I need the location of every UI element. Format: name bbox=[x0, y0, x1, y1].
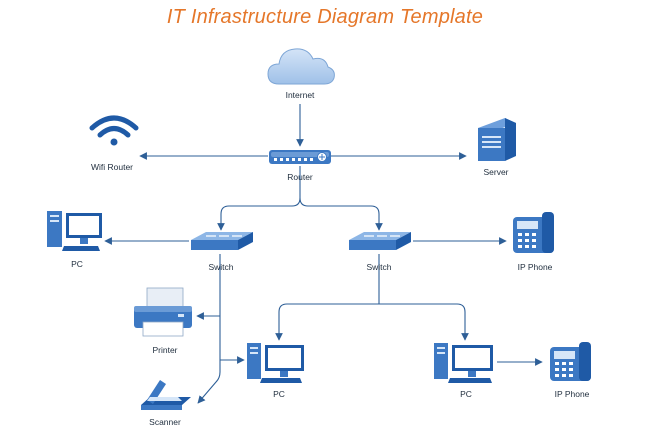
switch-right-node: Switch bbox=[349, 232, 411, 272]
internet-label: Internet bbox=[286, 90, 315, 100]
desktop-pc-icon bbox=[47, 211, 102, 251]
router-node: Router bbox=[269, 150, 331, 182]
printer-label: Printer bbox=[152, 345, 177, 355]
wifi-router-node: Wifi Router bbox=[89, 115, 139, 172]
ip-phone-icon bbox=[513, 212, 554, 253]
link-router-switches bbox=[217, 166, 301, 231]
diagram-title: IT Infrastructure Diagram Template bbox=[166, 6, 484, 28]
server-label: Server bbox=[483, 167, 508, 177]
ip-phone-right-node: IP Phone bbox=[513, 212, 554, 272]
printer-icon bbox=[134, 287, 192, 337]
server-node: Server bbox=[478, 118, 516, 177]
ip-phone-bottom-node: IP Phone bbox=[550, 342, 591, 399]
ip-phone-icon bbox=[550, 342, 591, 381]
scanner-label: Scanner bbox=[149, 417, 181, 427]
internet-node: Internet bbox=[267, 48, 335, 100]
wifi-icon bbox=[89, 115, 139, 146]
router-icon bbox=[269, 150, 331, 164]
pc-left-node: PC bbox=[47, 211, 102, 269]
scanner-node: Scanner bbox=[141, 380, 191, 427]
pc-bottom-right-node: PC bbox=[434, 343, 493, 399]
connections bbox=[104, 104, 543, 404]
pc-middle-label: PC bbox=[273, 389, 285, 399]
link-to-pc-right-top bbox=[379, 303, 469, 341]
switch-icon bbox=[349, 232, 411, 250]
ip-phone-bottom-label: IP Phone bbox=[555, 389, 590, 399]
link-to-scanner bbox=[197, 360, 221, 404]
switch-left-label: Switch bbox=[208, 262, 233, 272]
desktop-pc-icon bbox=[434, 343, 493, 383]
link-router-switch-right bbox=[299, 197, 383, 231]
link-to-pc-middle-top bbox=[275, 303, 379, 341]
pc-middle-node: PC bbox=[247, 343, 304, 399]
scanner-icon bbox=[141, 380, 191, 410]
switch-left-node: Switch bbox=[191, 232, 253, 272]
printer-node: Printer bbox=[134, 287, 192, 355]
desktop-pc-icon bbox=[247, 343, 304, 383]
router-label: Router bbox=[287, 172, 313, 182]
pc-bottom-right-label: PC bbox=[460, 389, 472, 399]
switch-right-label: Switch bbox=[366, 262, 391, 272]
server-icon bbox=[478, 118, 516, 161]
ip-phone-right-label: IP Phone bbox=[518, 262, 553, 272]
switch-icon bbox=[191, 232, 253, 250]
cloud-icon bbox=[267, 48, 335, 85]
pc-left-label: PC bbox=[71, 259, 83, 269]
wifi-router-label: Wifi Router bbox=[91, 162, 133, 172]
